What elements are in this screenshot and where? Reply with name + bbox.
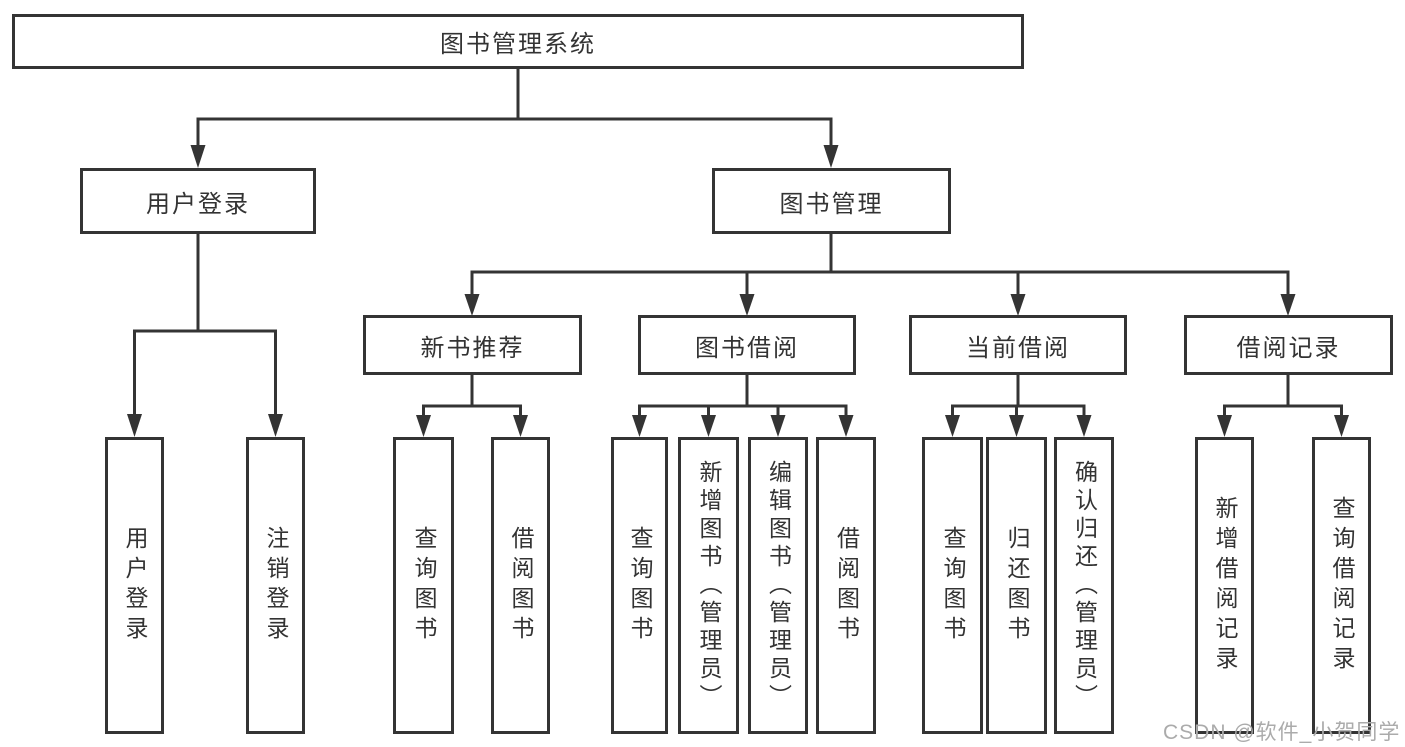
node-current-borrowing: 当前借阅 [909, 315, 1127, 375]
node-leaf-add-borrow-record: 新增借阅记录 [1195, 437, 1254, 734]
node-borrowing-records: 借阅记录 [1184, 315, 1393, 375]
node-leaf-query-borrow-record: 查询借阅记录 [1312, 437, 1371, 734]
node-book-borrowing: 图书借阅 [638, 315, 856, 375]
node-leaf-query-books-recommend: 查询图书 [393, 437, 454, 734]
node-leaf-edit-books-admin: 编辑图书（管理员） [748, 437, 808, 734]
node-leaf-query-books-borrowing: 查询图书 [611, 437, 668, 734]
node-leaf-query-books-current: 查询图书 [922, 437, 983, 734]
node-leaf-user-login: 用户登录 [105, 437, 164, 734]
connector-records-to-leaves [1217, 375, 1349, 437]
node-leaf-return-books: 归还图书 [986, 437, 1047, 734]
node-leaf-logout: 注销登录 [246, 437, 305, 734]
node-new-book-recommendation: 新书推荐 [363, 315, 582, 375]
connector-borrowing-to-leaves [632, 375, 854, 437]
node-leaf-borrow-books-recommend: 借阅图书 [491, 437, 550, 734]
connector-mgmt-to-level3 [464, 234, 1296, 316]
connector-newbook-to-leaves [416, 375, 528, 437]
connector-current-to-leaves [945, 375, 1092, 437]
connector-root-to-level2 [190, 69, 839, 168]
node-leaf-confirm-return-admin: 确认归还（管理员） [1054, 437, 1114, 734]
node-leaf-add-books-admin: 新增图书（管理员） [678, 437, 739, 734]
node-book-management: 图书管理 [712, 168, 951, 234]
node-library-management-system: 图书管理系统 [12, 14, 1024, 69]
node-user-login: 用户登录 [80, 168, 316, 234]
connector-login-to-leaves [127, 234, 283, 437]
csdn-watermark: CSDN @软件_小贺同学 [1163, 721, 1401, 744]
node-leaf-borrow-books: 借阅图书 [816, 437, 876, 734]
